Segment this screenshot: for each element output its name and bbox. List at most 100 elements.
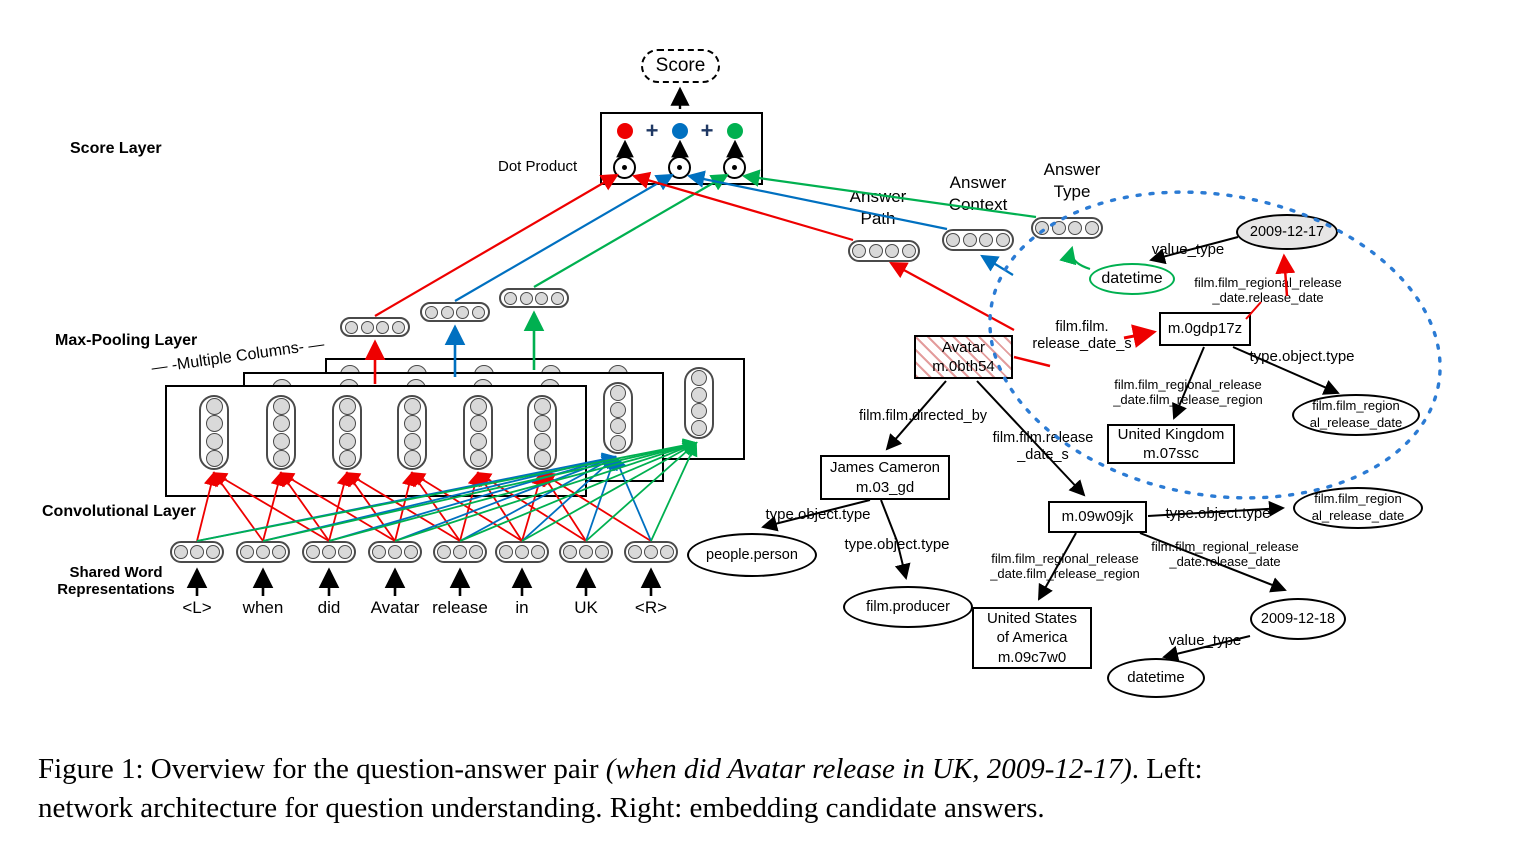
unit-circle [1051, 221, 1066, 235]
type-score-dot [727, 123, 743, 139]
unit-circle [628, 545, 642, 559]
shared-word-line2: Representations [57, 581, 175, 599]
unit-circle [272, 450, 290, 468]
unit-circle [360, 320, 374, 334]
word-pill-in [495, 541, 549, 563]
caption-qa-pair: (when did Avatar release in UK, 2009-12-… [605, 753, 1132, 785]
conv-column-2 [266, 395, 296, 470]
answer-type-source-arrow [1059, 245, 1091, 271]
unit-circle [610, 401, 626, 418]
score-layer-label: Score Layer [70, 140, 162, 157]
answer-path-source-arrow [889, 261, 1015, 331]
unit-circle [901, 244, 916, 258]
unit-circle [691, 386, 707, 403]
maxpool-pill-type [499, 288, 569, 308]
shared-word-line1: Shared Word [69, 564, 163, 581]
path-answer-embedding-edge [631, 171, 854, 242]
edge-label-directed-by: film.film.directed_by [858, 408, 988, 424]
unit-circle [388, 545, 402, 559]
unit-circle [885, 244, 900, 258]
figure-caption-line2: network architecture for question unders… [38, 792, 1045, 824]
unit-circle [515, 545, 529, 559]
answer-context-embedding-pill [942, 229, 1014, 251]
unit-circle [338, 397, 356, 415]
conv-column-4 [397, 395, 427, 470]
unit-circle [205, 397, 223, 415]
unit-circle [1068, 221, 1083, 235]
word-token: in [515, 598, 529, 617]
edge-label-regional-release-date-bottom: film.film_regional_release_date.release_… [1151, 539, 1299, 569]
unit-circle [205, 450, 223, 468]
conv-column-5 [463, 395, 493, 470]
unit-circle [272, 432, 290, 450]
unit-circle [852, 244, 867, 258]
unit-circle [272, 545, 286, 559]
unit-circle [551, 291, 565, 305]
plus-sign: + [700, 118, 714, 143]
conv-column-type [684, 367, 714, 439]
m09w09jk-node: m.09w09jk [1048, 501, 1147, 533]
word-token: release [432, 598, 488, 617]
unit-circle [322, 545, 336, 559]
unit-circle [456, 305, 470, 319]
answer-path-embedding-pill [848, 240, 920, 262]
date-2009-12-18-node: 2009-12-18 [1250, 598, 1346, 640]
maxpool-pill-context [420, 302, 490, 322]
unit-circle [469, 432, 487, 450]
unit-circle [644, 545, 658, 559]
unit-circle [979, 233, 994, 247]
unit-circle [472, 305, 486, 319]
unit-circle [610, 384, 626, 401]
edge-label-value-type-bottom: value_type [1168, 632, 1242, 649]
unit-circle [868, 244, 883, 258]
unit-circle [424, 305, 438, 319]
edge-label-film-release-region-bottom: film.film_regional_release_date.film_rel… [990, 551, 1140, 581]
edge-label-type-object-type-people: type.object.type [765, 506, 871, 523]
path-score-dot [617, 123, 633, 139]
max-pooling-layer-label: Max-Pooling Layer [55, 332, 198, 349]
word-token: UK [574, 598, 598, 617]
unit-circle [376, 320, 390, 334]
edge-avatar-releasedates-red-tail [1013, 355, 1051, 368]
word-pill-release [433, 541, 487, 563]
unit-circle [519, 291, 533, 305]
context-score-dot [672, 123, 688, 139]
unit-circle [256, 545, 270, 559]
unit-circle [338, 432, 356, 450]
unit-circle [240, 545, 254, 559]
word-pill-R [624, 541, 678, 563]
answer-type-embedding-pill [1031, 217, 1103, 239]
unit-circle [691, 403, 707, 420]
unit-circle [338, 450, 356, 468]
datetime-type-node-top: datetime [1089, 263, 1175, 295]
dot-product-circle-path [613, 156, 636, 179]
unit-circle [403, 415, 421, 433]
unit-circle [403, 450, 421, 468]
datetime-type-node-bottom: datetime [1107, 658, 1205, 698]
conv-column-3 [332, 395, 362, 470]
unit-circle [469, 415, 487, 433]
unit-circle [372, 545, 386, 559]
unit-circle [995, 233, 1010, 247]
unit-circle [338, 545, 352, 559]
unit-circle [533, 415, 551, 433]
unit-circle [403, 432, 421, 450]
word-token: Avatar [370, 598, 420, 617]
edge-label-release-date-s-red: film.film.release_date_s [1032, 319, 1132, 352]
type-question-embedding-edge [533, 173, 729, 288]
unit-circle [205, 432, 223, 450]
unit-circle [306, 545, 320, 559]
unit-circle [404, 545, 418, 559]
edge-label-value-type-top: value_type [1151, 241, 1225, 258]
answer-context-source-arrow [980, 254, 1014, 276]
unit-circle [610, 418, 626, 435]
word-pill-L [170, 541, 224, 563]
dot-product-circle-context [668, 156, 691, 179]
figure-caption-line1: Figure 1: Overview for the question-answ… [38, 753, 1203, 785]
unit-circle [579, 545, 593, 559]
unit-circle [499, 545, 513, 559]
word-pill-when [236, 541, 290, 563]
